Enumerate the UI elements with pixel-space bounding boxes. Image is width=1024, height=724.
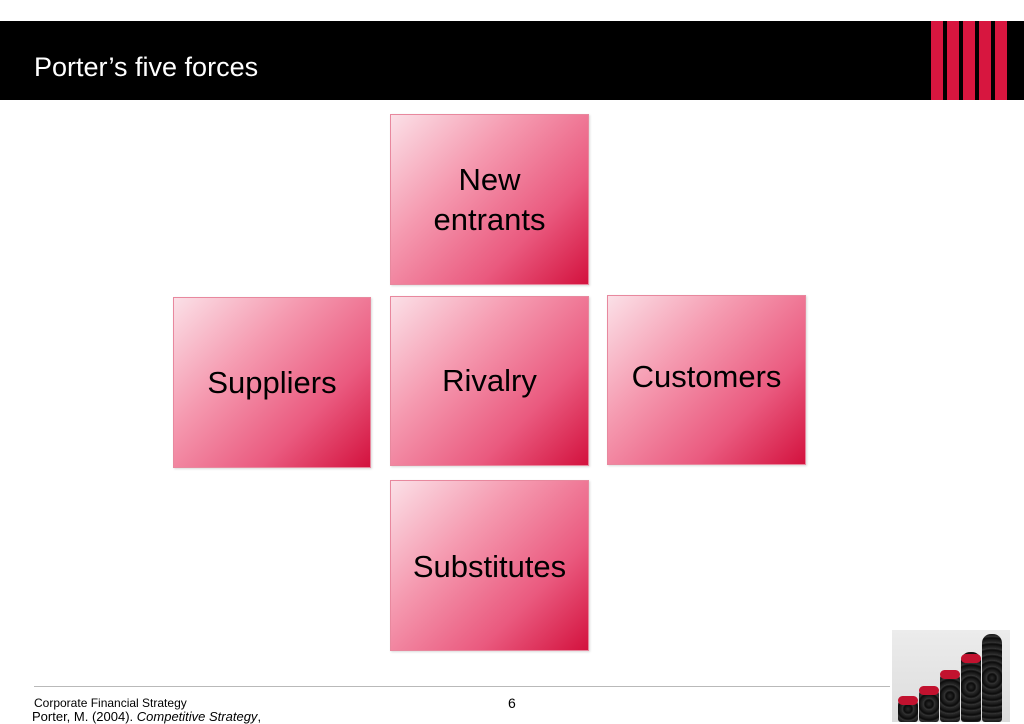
force-box-substitutes: Substitutes <box>390 480 589 651</box>
title-bar: Porter’s five forces <box>0 21 1024 100</box>
brand-stripe <box>979 21 991 100</box>
brand-stripe <box>963 21 975 100</box>
brand-stripe <box>931 21 943 100</box>
brand-stripe <box>995 21 1007 100</box>
logo-tube <box>940 670 960 722</box>
stacked-tubes-logo <box>892 630 1010 722</box>
footer-course-title: Corporate Financial Strategy <box>34 696 187 710</box>
logo-tube <box>982 634 1002 722</box>
force-box-suppliers: Suppliers <box>173 297 371 468</box>
force-label-suppliers: Suppliers <box>174 363 370 403</box>
force-box-rivalry: Rivalry <box>390 296 589 466</box>
page-number: 6 <box>508 695 516 711</box>
force-label-new-entrants: New entrants <box>391 160 588 240</box>
force-label-rivalry: Rivalry <box>391 361 588 401</box>
force-box-new-entrants: New entrants <box>390 114 589 285</box>
force-label-substitutes: Substitutes <box>391 547 588 587</box>
logo-tube <box>919 686 939 722</box>
slide-title: Porter’s five forces <box>34 50 258 84</box>
logo-tube-cap <box>961 654 981 663</box>
brand-stripes <box>931 21 1011 100</box>
logo-tube-cap <box>898 696 918 705</box>
citation-suffix: , <box>257 709 261 724</box>
citation-book-title: Competitive Strategy <box>137 709 258 724</box>
footer-divider <box>34 686 890 687</box>
citation-authors: Porter, M. (2004). <box>32 709 137 724</box>
force-label-customers: Customers <box>608 357 805 397</box>
footer-citation: Porter, M. (2004). Competitive Strategy, <box>32 709 261 724</box>
logo-tube-cap <box>919 686 939 695</box>
force-box-customers: Customers <box>607 295 806 465</box>
logo-tube-cap <box>940 670 960 679</box>
logo-tube <box>898 696 918 722</box>
brand-stripe <box>947 21 959 100</box>
logo-tube <box>961 652 981 722</box>
